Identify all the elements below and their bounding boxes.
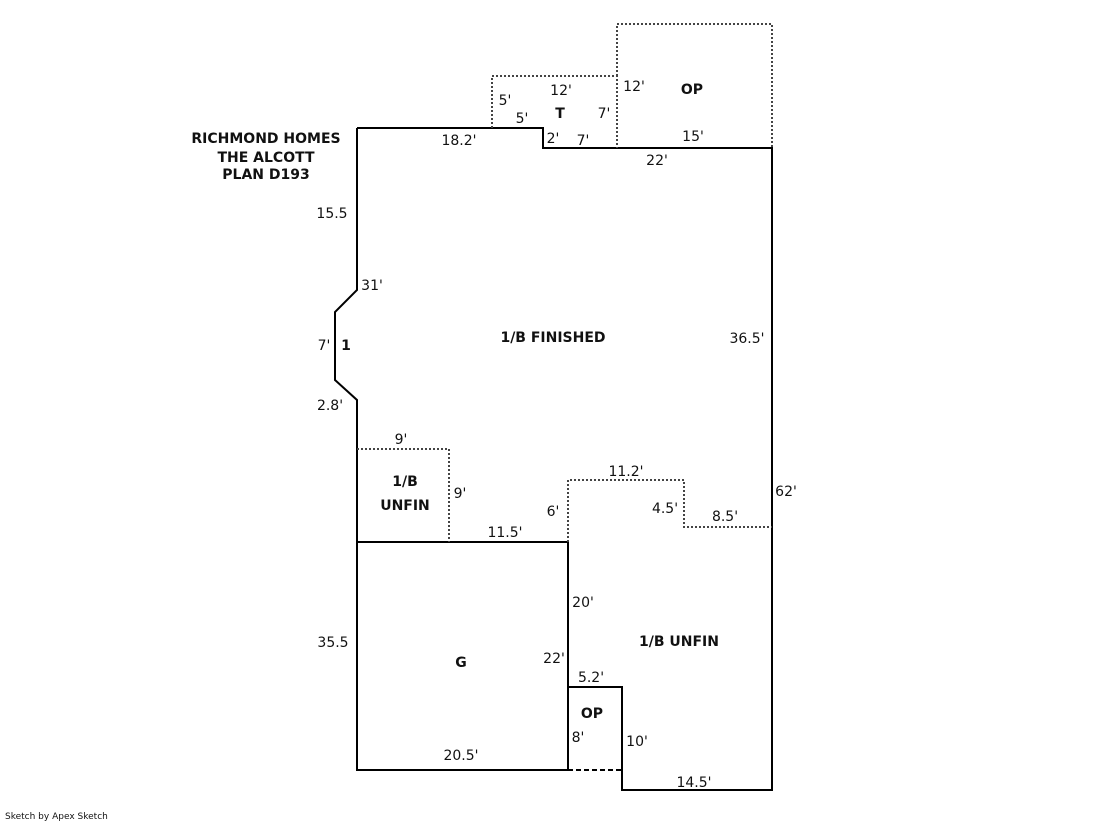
porch-bottom-outline [568,686,623,770]
dim-label: 5' [516,111,529,127]
area-label-main: 1/B FINISHED [500,330,605,346]
dim-label: 11.5' [487,525,522,541]
dim-label: 4.5' [652,501,678,517]
area-label-porch-top: OP [681,82,703,98]
dim-label: 7' [318,338,331,354]
main-outline [334,127,773,791]
dim-label: 10' [626,734,648,750]
dim-label: 12' [623,79,645,95]
title-line-1: RICHMOND HOMES [191,131,340,147]
dim-label: 2.8' [317,398,343,414]
porch-top-outline [616,23,773,148]
area-label-unfin-small-2: UNFIN [380,498,430,514]
dim-label: 31' [361,278,383,294]
area-label-bay: 1 [341,338,351,354]
dim-label: 8.5' [712,509,738,525]
dim-label: 20.5' [443,748,478,764]
dim-label: 62' [775,484,797,500]
dim-label: 9' [454,486,467,502]
dim-label: 9' [395,432,408,448]
dim-label: 5' [499,93,512,109]
dim-label: 7' [598,106,611,122]
dim-label: 15' [682,129,704,145]
dim-label: 11.2' [608,464,643,480]
dim-label: 18.2' [441,133,476,149]
area-label-terrace: T [555,106,565,122]
dim-label: 2' [547,131,560,147]
dim-label: 12' [550,83,572,99]
terrace-outline [491,75,618,148]
title-line-2: THE ALCOTT [217,150,315,166]
area-label-garage: G [455,655,467,671]
dim-label: 36.5' [729,331,764,347]
credit-text: Sketch by Apex Sketch [5,812,108,821]
dim-label: 8' [572,730,585,746]
area-label-unfin-large: 1/B UNFIN [639,634,719,650]
dim-label: 20' [572,595,594,611]
dim-label: 22' [543,651,565,667]
dim-label: 6' [547,504,560,520]
unfin-large-outline [567,479,772,542]
area-label-porch-bottom: OP [581,706,603,722]
dim-label: 15.5 [316,206,347,222]
dim-label: 35.5 [317,635,348,651]
title-line-3: PLAN D193 [222,167,309,183]
unfin-small-outline [357,448,450,542]
dim-label: 22' [646,153,668,169]
dim-label: 5.2' [578,670,604,686]
dim-label: 7' [577,133,590,149]
dim-label: 14.5' [676,775,711,791]
area-label-unfin-small: 1/B [392,474,418,490]
